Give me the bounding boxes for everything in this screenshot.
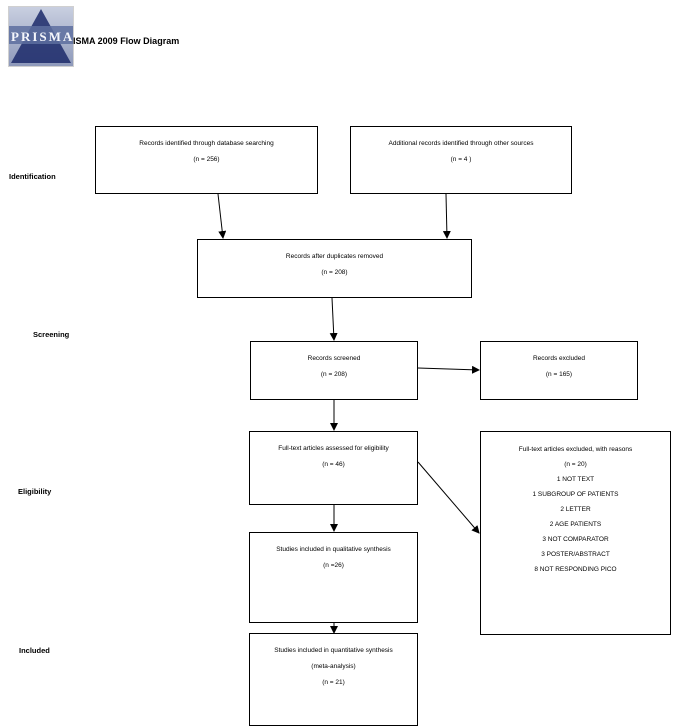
box-label: Records identified through database sear… — [139, 140, 274, 147]
box-count: (n = 46) — [322, 461, 345, 468]
box-label: Full-text articles assessed for eligibil… — [278, 445, 389, 452]
stage-eligibility: Eligibility — [18, 487, 52, 496]
box-count: (n = 165) — [545, 371, 573, 378]
stage-screening: Screening — [33, 330, 70, 339]
box-label: Studies included in qualitative synthesi… — [276, 546, 391, 553]
exclusion-reason: 2 LETTER — [560, 506, 591, 513]
exclusion-reason: 8 NOT RESPONDING PICO — [534, 566, 617, 573]
box-label: Additional records identified through ot… — [388, 140, 534, 147]
box-sublabel: (meta-analysis) — [311, 663, 356, 670]
box-records-excluded: Records excluded (n = 165) — [480, 341, 638, 400]
box-count: (n = 20) — [564, 461, 587, 468]
stage-identification: Identification — [9, 172, 56, 181]
box-count: (n = 21) — [322, 679, 345, 686]
box-records-screened: Records screened (n = 208) — [250, 341, 418, 400]
box-count: (n = 256) — [193, 156, 220, 163]
arrow-db-to-duplicates — [217, 193, 227, 239]
box-qualitative-synthesis: Studies included in qualitative synthesi… — [249, 532, 418, 623]
box-duplicates-removed: Records after duplicates removed (n = 20… — [197, 239, 472, 298]
stage-included: Included — [19, 646, 50, 655]
box-count: (n =26) — [323, 562, 344, 569]
prisma-logo: PRISMA — [8, 6, 74, 67]
exclusion-reason: 1 NOT TEXT — [556, 476, 595, 483]
box-count: (n = 208) — [321, 269, 348, 276]
arrow-other-to-duplicates — [442, 193, 451, 239]
box-database-searching: Records identified through database sear… — [95, 126, 318, 194]
exclusion-reason: 3 NOT COMPARATOR — [542, 536, 609, 543]
box-fulltext-assessed: Full-text articles assessed for eligibil… — [249, 431, 418, 505]
box-fulltext-excluded: Full-text articles excluded, with reason… — [480, 431, 671, 635]
arrow-duplicates-to-screened — [329, 297, 338, 341]
box-count: (n = 208) — [320, 371, 348, 378]
exclusion-reason: 2 AGE PATIENTS — [549, 521, 602, 528]
box-label: Records after duplicates removed — [285, 253, 384, 260]
page-title: ISMA 2009 Flow Diagram — [73, 36, 180, 46]
arrow-screened-to-excluded — [417, 365, 480, 374]
logo-text: PRISMA — [11, 29, 74, 44]
box-count: (n = 4 ) — [450, 156, 472, 163]
triangle-logo-icon — [9, 9, 73, 63]
box-label: Records excluded — [532, 355, 586, 362]
exclusion-reason: 1 SUBGROUP OF PATIENTS — [532, 491, 619, 498]
arrow-fulltext-to-excluded — [417, 461, 480, 534]
exclusion-reason: 3 POSTER/ABSTRACT — [541, 551, 610, 558]
box-label: Full-text articles excluded, with reason… — [518, 446, 633, 453]
box-quantitative-synthesis: Studies included in quantitative synthes… — [249, 633, 418, 726]
box-label: Studies included in quantitative synthes… — [274, 647, 393, 654]
box-other-sources: Additional records identified through ot… — [350, 126, 572, 194]
box-label: Records screened — [307, 355, 361, 362]
